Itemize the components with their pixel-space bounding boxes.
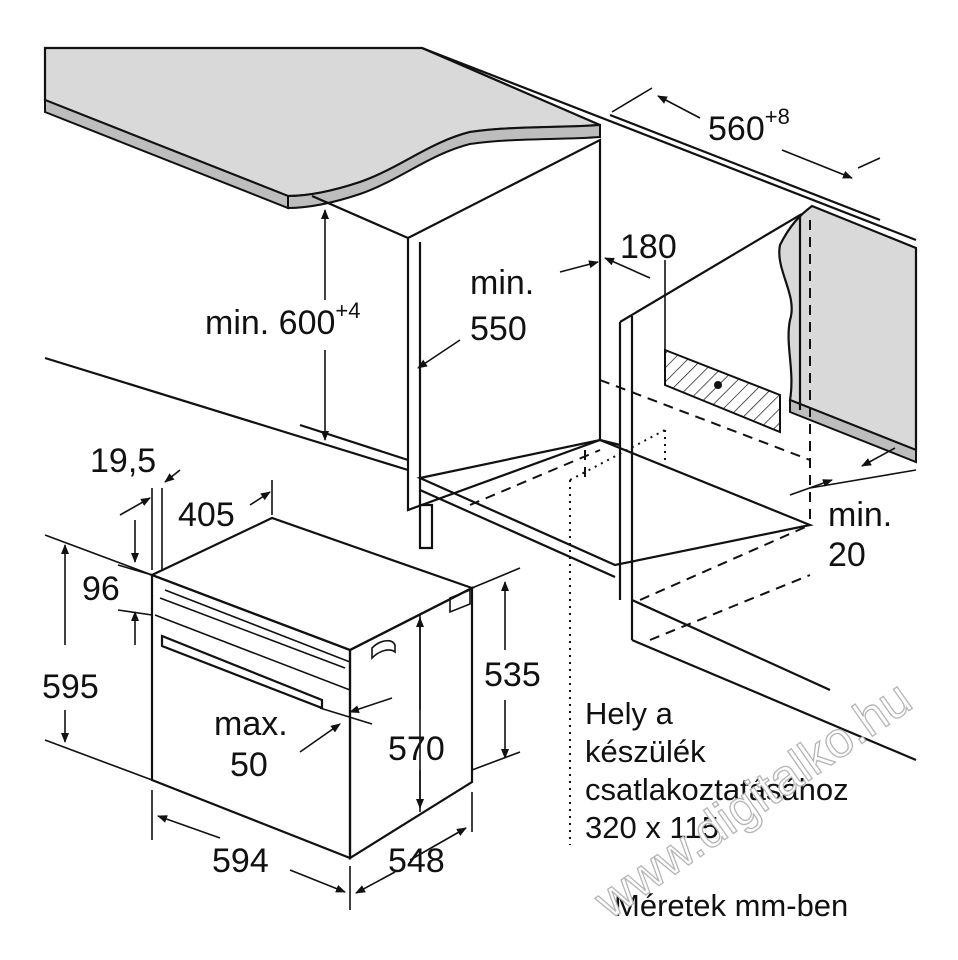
label-19-5: 19,5 xyxy=(90,442,156,480)
units-note: Méretek mm-ben xyxy=(614,888,848,923)
oven xyxy=(149,516,475,860)
label-535: 535 xyxy=(484,656,541,694)
label-570: 570 xyxy=(388,730,445,768)
connection-note-line3: csatlakoztatásához xyxy=(585,772,849,807)
countertop-left xyxy=(43,46,601,210)
label-max-50-line1: max. xyxy=(214,705,288,743)
connection-note-line2: készülék xyxy=(585,734,706,769)
label-min-550-line1: min. xyxy=(470,264,534,302)
label-594: 594 xyxy=(212,842,269,880)
label-548: 548 xyxy=(388,842,445,880)
dimension-labels: 560+8 180 min. 600+4 min. 550 19,5 405 9… xyxy=(42,104,892,880)
label-min-20-line2: 20 xyxy=(828,536,866,574)
countertop-right xyxy=(778,204,918,464)
connection-note-line1: Hely a xyxy=(585,696,674,731)
label-405: 405 xyxy=(178,496,235,534)
label-560: 560+8 xyxy=(708,104,790,148)
label-min-600: min. 600+4 xyxy=(205,298,361,342)
label-180: 180 xyxy=(620,228,677,266)
label-595: 595 xyxy=(42,668,99,706)
cabinet-structure xyxy=(44,46,917,845)
label-max-50-line2: 50 xyxy=(230,746,268,784)
label-min-20-line1: min. xyxy=(828,496,892,534)
dimension-lines xyxy=(44,87,917,910)
connection-note-line4: 320 x 115 xyxy=(585,810,719,845)
label-96: 96 xyxy=(82,570,120,608)
notes: Hely a készülék csatlakoztatásához 320 x… xyxy=(585,696,849,923)
label-min-550-line2: 550 xyxy=(470,310,527,348)
